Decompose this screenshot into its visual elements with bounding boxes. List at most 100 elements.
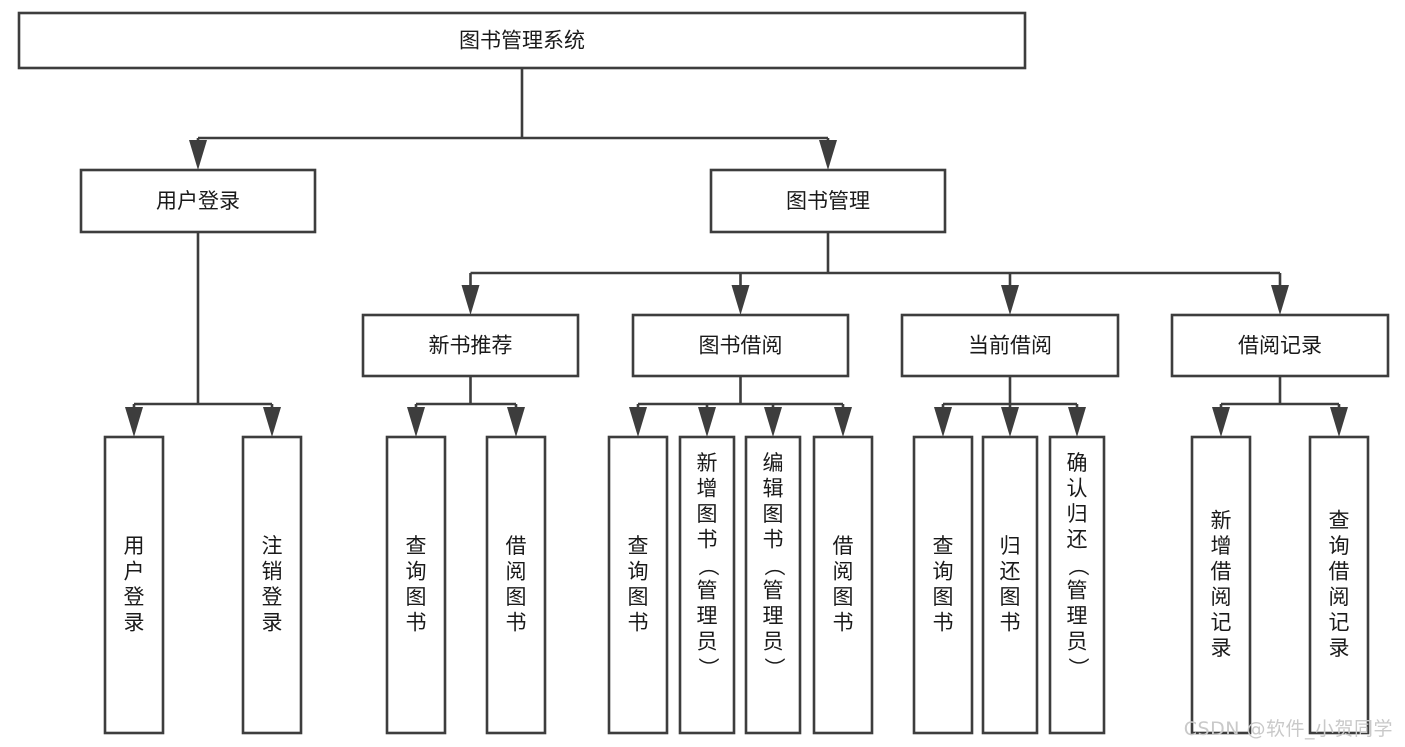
node-label-char: 理	[1067, 604, 1088, 628]
node-current-borrow[interactable]: 当前借阅	[900, 313, 1120, 378]
connector-group-root	[189, 68, 837, 170]
node-label-char: ）	[762, 657, 786, 678]
node-label: 用户登录	[156, 189, 240, 213]
node-box[interactable]	[485, 435, 547, 735]
node-box[interactable]	[900, 313, 1120, 378]
node-box[interactable]	[744, 435, 802, 735]
node-borrow-records[interactable]: 借阅记录	[1170, 313, 1390, 378]
node-box[interactable]	[1170, 313, 1390, 378]
node-label-char: 阅	[1211, 585, 1232, 609]
node-label-char: 记	[1211, 610, 1232, 634]
node-root[interactable]: 图书管理系统	[17, 11, 1027, 70]
node-label: 当前借阅	[968, 334, 1052, 358]
node-box[interactable]	[607, 435, 669, 735]
node-label-char: 归	[1000, 534, 1021, 558]
connector-group-borrow-records	[1212, 376, 1348, 437]
node-box[interactable]	[1048, 435, 1106, 735]
node-label-char: 图	[628, 585, 649, 609]
node-label-char: 确	[1067, 451, 1088, 475]
node-label-char: 图	[833, 585, 854, 609]
node-label-char: 员	[763, 629, 784, 653]
node-box[interactable]	[241, 435, 303, 735]
node-box[interactable]	[1190, 435, 1252, 735]
csdn-watermark: CSDN @软件_小贺同学	[1183, 718, 1393, 740]
arrow-head-icon	[731, 285, 750, 315]
node-label-char: 查	[1329, 508, 1350, 532]
node-box[interactable]	[385, 435, 447, 735]
arrow-head-icon	[764, 407, 782, 437]
arrow-head-icon	[507, 407, 525, 437]
node-box[interactable]	[79, 168, 317, 234]
node-label-char: 编	[763, 451, 784, 475]
node-box[interactable]	[17, 11, 1027, 70]
connector-group-new-book-recommend	[407, 376, 525, 437]
node-label-char: 管	[697, 578, 718, 602]
node-label-char: 书	[933, 610, 954, 634]
node-label-char: 员	[1067, 629, 1088, 653]
arrow-head-icon	[125, 407, 143, 437]
node-label-char: 查	[933, 534, 954, 558]
arrow-head-icon	[934, 407, 952, 437]
node-label-char: 新	[1211, 508, 1232, 532]
arrow-head-icon	[1212, 407, 1230, 437]
node-label-char: 书	[697, 527, 718, 551]
node-label-char: 图	[406, 585, 427, 609]
connector-group-user-login	[125, 232, 281, 437]
arrow-head-icon	[834, 407, 852, 437]
node-label-char: 还	[1067, 527, 1088, 551]
node-label-char: 书	[1000, 610, 1021, 634]
node-leaf-user-login[interactable]: 用户登录	[103, 435, 165, 735]
node-label-char: 辑	[763, 476, 784, 500]
node-box[interactable]	[912, 435, 974, 735]
node-label-char: 阅	[833, 559, 854, 583]
node-label-char: （	[1066, 555, 1090, 576]
node-label-char: 户	[124, 559, 145, 583]
node-label-char: 录	[262, 610, 283, 634]
arrow-head-icon	[1068, 407, 1086, 437]
node-label-char: （	[762, 555, 786, 576]
node-label-char: （	[696, 555, 720, 576]
node-box[interactable]	[812, 435, 874, 735]
node-box[interactable]	[678, 435, 736, 735]
node-book-manage[interactable]: 图书管理	[709, 168, 947, 234]
arrow-head-icon	[698, 407, 716, 437]
node-box[interactable]	[361, 313, 580, 378]
arrow-head-icon	[1330, 407, 1348, 437]
node-label-char: 销	[262, 559, 283, 583]
connector-layer	[125, 68, 1348, 437]
node-user-login[interactable]: 用户登录	[79, 168, 317, 234]
node-box[interactable]	[631, 313, 850, 378]
node-label-char: 书	[763, 527, 784, 551]
arrow-head-icon	[189, 140, 207, 170]
node-label-char: ）	[1066, 657, 1090, 678]
node-box[interactable]	[981, 435, 1039, 735]
node-new-book-recommend[interactable]: 新书推荐	[361, 313, 580, 378]
node-label: 图书借阅	[699, 334, 783, 358]
node-label: 图书管理系统	[459, 29, 585, 53]
node-box[interactable]	[709, 168, 947, 234]
node-label-char: 图	[763, 502, 784, 526]
node-label-char: 记	[1329, 610, 1350, 634]
node-label-char: 登	[262, 585, 283, 609]
node-box[interactable]	[103, 435, 165, 735]
node-label-char: 管	[763, 578, 784, 602]
node-label-char: 借	[833, 534, 854, 558]
arrow-head-icon	[1271, 285, 1289, 315]
arrow-head-icon	[407, 407, 425, 437]
node-book-borrow[interactable]: 图书借阅	[631, 313, 850, 378]
node-box[interactable]	[1308, 435, 1370, 735]
